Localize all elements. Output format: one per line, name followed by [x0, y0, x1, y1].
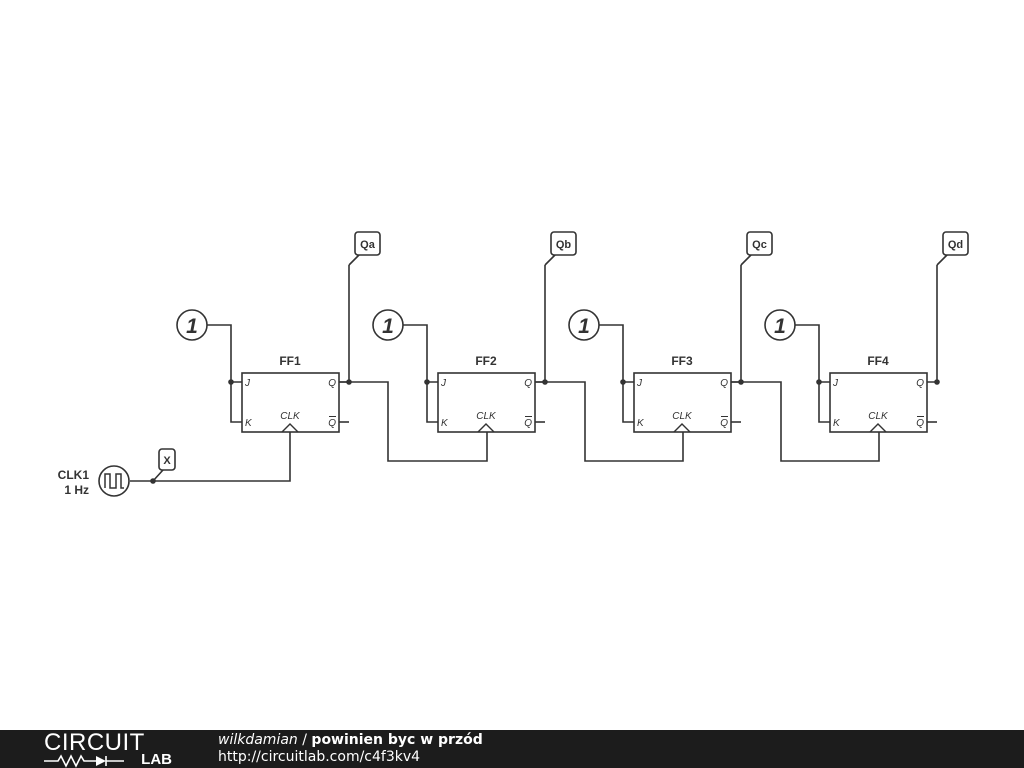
title-separator: /: [297, 732, 312, 748]
output-probe-label: Qd: [948, 239, 963, 251]
jk-flip-flop[interactable]: J K Q Q CLK: [437, 372, 536, 433]
junction-dot: [542, 379, 548, 385]
pin-qbar: Q: [524, 418, 532, 429]
wire-jk-tie: [403, 324, 438, 423]
output-probe-label: Qb: [556, 239, 572, 251]
clock-input-triangle: [673, 423, 691, 433]
circuit-title[interactable]: powinien byc w przód: [311, 732, 483, 748]
constant-one-source[interactable]: 1: [372, 309, 404, 341]
junction-dot: [424, 379, 430, 385]
jk-flip-flop[interactable]: J K Q Q CLK: [633, 372, 732, 433]
pin-qbar: Q: [916, 418, 924, 429]
pin-k: K: [637, 418, 645, 429]
pin-j: J: [832, 378, 839, 389]
pin-q: Q: [524, 378, 532, 389]
pin-q: Q: [720, 378, 728, 389]
jk-flip-flop[interactable]: J K Q Q CLK: [829, 372, 928, 433]
flipflop-name: FF2: [475, 354, 497, 368]
stage-ff1: 1J K Q Q CLK FF1 Qa: [176, 231, 381, 433]
stage-ff4: 1J K Q Q CLK FF4 Qd: [764, 231, 969, 433]
constant-one-label: 1: [186, 315, 198, 338]
wire-jk-tie: [207, 324, 242, 423]
constant-one-label: 1: [382, 315, 394, 338]
output-probe[interactable]: Qb: [544, 231, 577, 266]
output-probe[interactable]: Qd: [936, 231, 969, 266]
author-link[interactable]: wilkdamian: [218, 732, 298, 748]
wire-q-out: [535, 265, 546, 383]
output-probe-label: Qa: [360, 239, 376, 251]
pin-qbar: Q: [328, 418, 336, 429]
wire-jk-tie: [795, 324, 830, 423]
pin-j: J: [244, 378, 251, 389]
wire-q-out: [339, 265, 350, 383]
flipflop-name: FF3: [671, 354, 693, 368]
probe-x[interactable]: X: [150, 448, 176, 484]
jk-flip-flop[interactable]: J K Q Q CLK: [241, 372, 340, 433]
probe-x-label: X: [163, 455, 171, 467]
wire-q-out: [927, 265, 938, 383]
footer-bar: CIRCUIT LAB wilkdamian / powinien byc w …: [0, 730, 1024, 768]
wire-q-out: [731, 265, 742, 383]
circuitlab-logo[interactable]: CIRCUIT LAB: [44, 729, 174, 768]
clock-input-triangle: [477, 423, 495, 433]
flipflop-name: FF4: [867, 354, 889, 368]
circuit-info: wilkdamian / powinien byc w przód http:/…: [218, 732, 483, 766]
pin-j: J: [440, 378, 447, 389]
junction-dot: [816, 379, 822, 385]
wire-ff3-ff4: [731, 381, 880, 462]
pin-clk: CLK: [476, 411, 497, 422]
pin-clk: CLK: [280, 411, 301, 422]
wires: [130, 381, 880, 482]
resistor-diode-icon: [44, 754, 124, 768]
flipflop-name: FF1: [279, 354, 301, 368]
pin-k: K: [441, 418, 449, 429]
logo-wordmark-top: CIRCUIT: [44, 729, 145, 756]
constant-one-source[interactable]: 1: [568, 309, 600, 341]
logo-wordmark-bottom: LAB: [141, 751, 172, 768]
clock-source[interactable]: CLK1 1 Hz: [58, 465, 130, 497]
pin-qbar: Q: [720, 418, 728, 429]
stage-ff3: 1J K Q Q CLK FF3 Qc: [568, 231, 773, 433]
wire-ff2-ff3: [535, 381, 684, 462]
pin-q: Q: [328, 378, 336, 389]
pin-clk: CLK: [672, 411, 693, 422]
pin-k: K: [245, 418, 253, 429]
output-probe-label: Qc: [752, 239, 767, 251]
clock-input-triangle: [869, 423, 887, 433]
clock-name: CLK1: [58, 468, 90, 482]
wire-clock: [130, 432, 291, 482]
pin-j: J: [636, 378, 643, 389]
pin-k: K: [833, 418, 841, 429]
junction-dot: [346, 379, 352, 385]
junction-dot: [228, 379, 234, 385]
constant-one-source[interactable]: 1: [176, 309, 208, 341]
junction-dot: [620, 379, 626, 385]
wire-jk-tie: [599, 324, 634, 423]
circuit-url[interactable]: http://circuitlab.com/c4f3kv4: [218, 749, 421, 765]
junction-dot: [934, 379, 940, 385]
junction-dot: [738, 379, 744, 385]
output-probe[interactable]: Qc: [740, 231, 773, 266]
output-probe[interactable]: Qa: [348, 231, 381, 266]
clock-input-triangle: [281, 423, 299, 433]
constant-one-source[interactable]: 1: [764, 309, 796, 341]
wire-ff1-ff2: [339, 381, 488, 462]
clock-frequency: 1 Hz: [64, 483, 89, 497]
pin-q: Q: [916, 378, 924, 389]
pin-clk: CLK: [868, 411, 889, 422]
constant-one-label: 1: [774, 315, 786, 338]
constant-one-label: 1: [578, 315, 590, 338]
stage-ff2: 1J K Q Q CLK FF2 Qb: [372, 231, 577, 433]
